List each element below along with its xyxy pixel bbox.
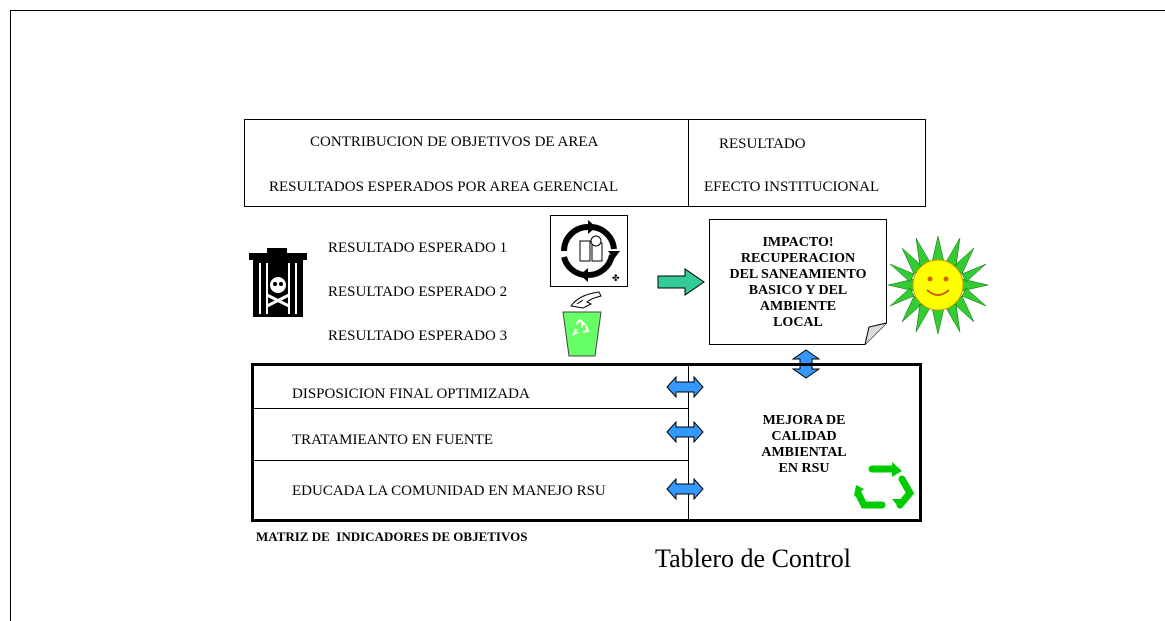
matrix-caption: MATRIZ DE INDICADORES DE OBJETIVOS	[256, 529, 528, 544]
impact-line-5: AMBIENTE	[759, 299, 837, 314]
objectives-matrix: DISPOSICION FINAL OPTIMIZADA TRATAMIEANT…	[251, 363, 922, 522]
impact-line-4: BASICO Y DEL	[748, 283, 848, 298]
header-divider	[688, 120, 689, 206]
matrix-row-2: TRATAMIEANTO EN FUENTE	[292, 432, 494, 448]
header-row1-left: CONTRIBUCION DE OBJETIVOS DE AREA	[310, 134, 599, 150]
recycle-icon	[852, 461, 916, 511]
trash-can-skull-icon	[247, 248, 309, 318]
hand-dropping-icon	[569, 290, 603, 310]
header-row2-left: RESULTADOS ESPERADOS POR AREA GERENCIAL	[269, 179, 619, 195]
expected-result-2: RESULTADO ESPERADO 2	[328, 284, 508, 300]
slide-title: Tablero de Control	[655, 544, 852, 573]
matrix-result-line-1: MEJORA DE	[762, 413, 846, 428]
matrix-result-line-2: CALIDAD	[771, 429, 837, 444]
matrix-row-1: DISPOSICION FINAL OPTIMIZADA	[292, 386, 530, 402]
double-arrow-icon	[666, 478, 704, 500]
header-row1-right: RESULTADO	[719, 136, 806, 152]
expected-result-1: RESULTADO ESPERADO 1	[328, 240, 508, 256]
double-arrow-icon	[666, 376, 704, 398]
impact-line-3: DEL SANEAMIENTO	[729, 267, 867, 282]
sun-smiley-icon	[888, 236, 988, 334]
matrix-row-divider-1	[254, 408, 688, 409]
matrix-row-divider-2	[254, 460, 688, 461]
header-row2-right: EFECTO INSTITUCIONAL	[704, 179, 880, 195]
right-arrow-icon	[657, 268, 705, 296]
matrix-divider	[688, 366, 689, 519]
matrix-result-line-3: AMBIENTAL	[761, 445, 847, 460]
matrix-result: MEJORA DE CALIDAD AMBIENTAL EN RSU	[749, 413, 859, 477]
svg-text:✤: ✤	[612, 274, 620, 284]
impact-line-1: IMPACTO!	[762, 235, 834, 250]
header-table: CONTRIBUCION DE OBJETIVOS DE AREA RESULT…	[244, 119, 926, 207]
double-arrow-icon	[666, 421, 704, 443]
impact-line-6: LOCAL	[773, 315, 823, 330]
green-bin-icon	[562, 310, 602, 358]
slide-frame	[10, 10, 1165, 621]
matrix-row-3: EDUCADA LA COMUNIDAD EN MANEJO RSU	[292, 483, 606, 499]
impact-line-2: RECUPERACION	[740, 251, 856, 266]
recycling-collage-icon: ✤	[550, 215, 628, 287]
expected-result-3: RESULTADO ESPERADO 3	[328, 328, 508, 344]
matrix-result-line-4: EN RSU	[778, 461, 830, 476]
